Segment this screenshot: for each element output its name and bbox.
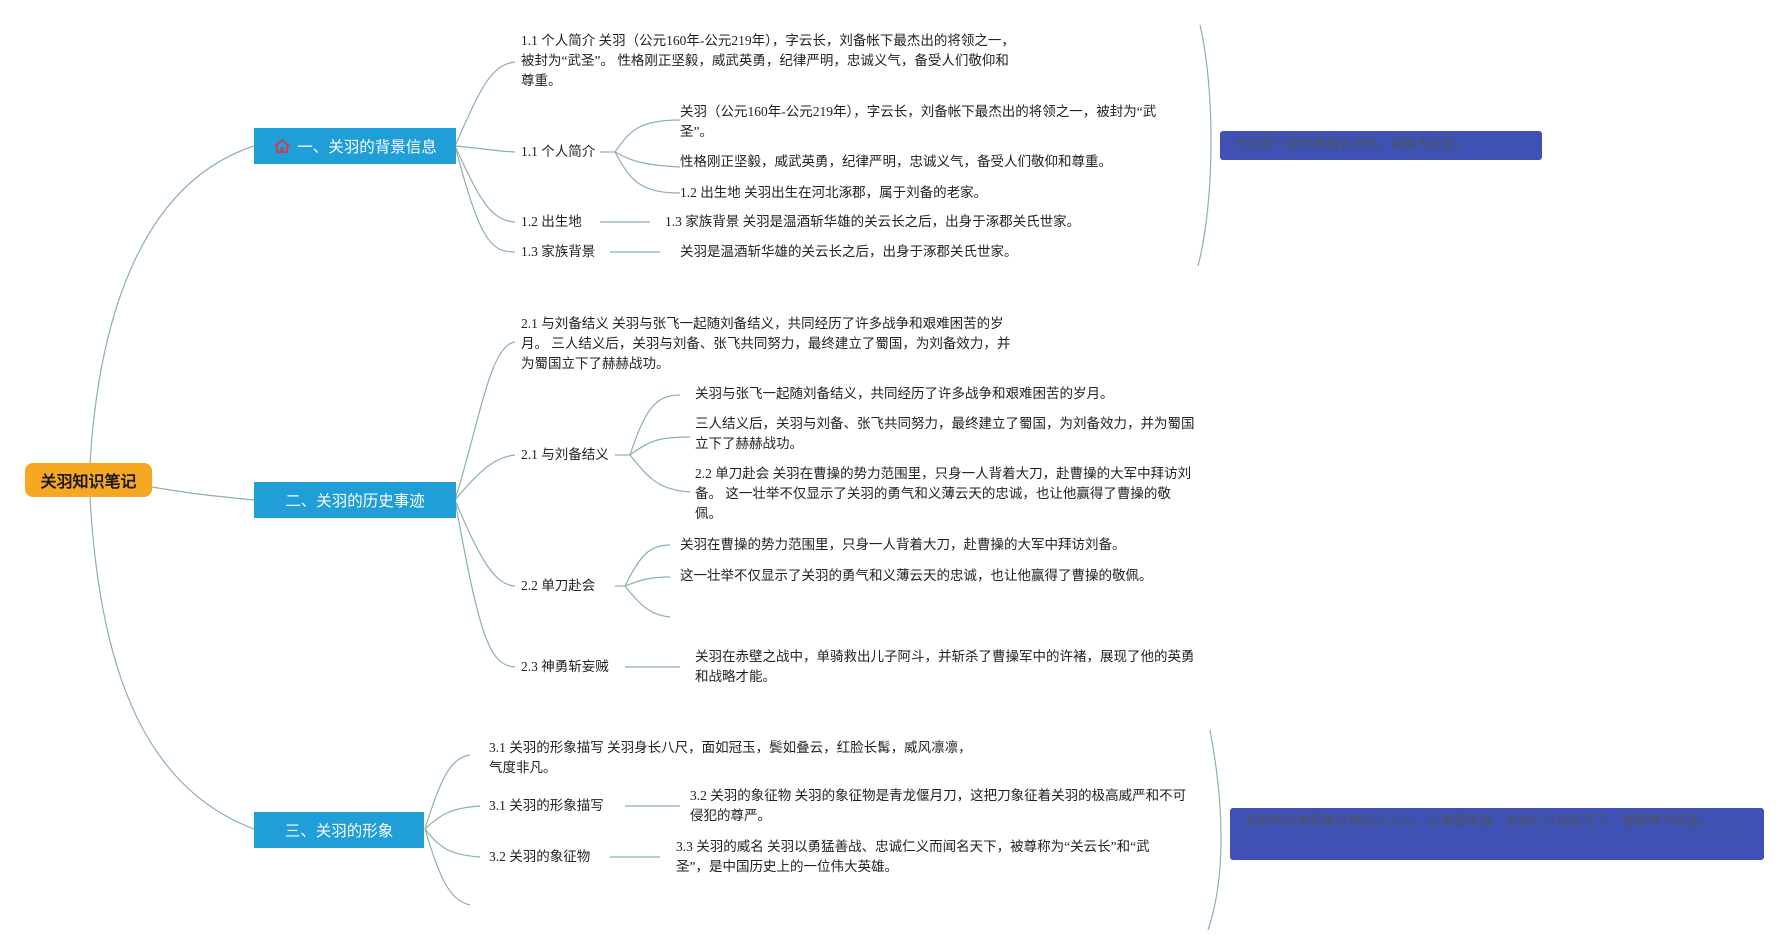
sub-node[interactable]: 3.1 关羽的形象描写	[489, 798, 604, 813]
detail-text: 三人结义后，关羽与刘备、张飞共同努力，最终建立了蜀国，为刘备效力，并为蜀国立下了…	[695, 416, 1195, 451]
sub-node[interactable]: 2.2 单刀赴会	[521, 578, 596, 593]
detail-text: 关羽在曹操的势力范围里，只身一人背着大刀，赴曹操的大军中拜访刘备。	[680, 537, 1126, 552]
detail-text: 1.2 出生地 关羽出生在河北涿郡，属于刘备的老家。	[680, 185, 988, 200]
detail-text: 关羽是温酒斩华雄的关云长之后，出身于涿郡关氏世家。	[680, 244, 1018, 259]
branch-background-info[interactable]: 一、关羽的背景信息	[254, 128, 456, 164]
summary-callout: 关羽是三国时期著名将领，被尊为武圣。	[1220, 131, 1542, 160]
detail-text: 性格刚正坚毅，威武英勇，纪律严明，忠诚义气，备受人们敬仰和尊重。	[680, 154, 1112, 169]
branch-label: 三、关羽的形象	[284, 823, 394, 840]
sub-node[interactable]: 1.1 个人简介	[521, 144, 596, 159]
sub-node[interactable]: 1.2 出生地	[521, 214, 582, 229]
callout-text: 关羽是三国时期著名将领，被尊为武圣。	[1235, 136, 1470, 151]
detail-text: 关羽（公元160年-公元219年），字云长，刘备帐下最杰出的将领之一，被封为“武…	[680, 104, 1157, 139]
detail-text: 3.3 关羽的威名 关羽以勇猛善战、忠诚仁义而闻名天下，被尊称为“关云长”和“武…	[676, 839, 1150, 874]
detail-text: 2.2 单刀赴会 关羽在曹操的势力范围里，只身一人背着大刀，赴曹操的大军中拜访刘…	[695, 466, 1192, 521]
detail-text: 关羽与张飞一起随刘备结义，共同经历了许多战争和艰难困苦的岁月。	[695, 386, 1114, 401]
root-node[interactable]: 关羽知识笔记	[25, 463, 152, 497]
branch-label: 一、关羽的背景信息	[297, 139, 437, 156]
summary-callout: 关羽的形象和象征物深入人心，以勇猛善战、忠诚仁义闻名天下，被尊称为武圣。	[1230, 808, 1764, 860]
branch-label: 二、关羽的历史事迹	[285, 493, 425, 510]
root-label: 关羽知识笔记	[40, 474, 137, 491]
sub-node[interactable]: 2.3 神勇斩妄贼	[521, 659, 609, 674]
sub-node[interactable]: 1.3 家族背景	[521, 244, 596, 259]
home-icon	[274, 138, 290, 153]
detail-text: 1.3 家族背景 关羽是温酒斩华雄的关云长之后，出身于涿郡关氏世家。	[665, 214, 1081, 229]
callout-text: 关羽的形象和象征物深入人心，以勇猛善战、忠诚仁义闻名天下，被尊称为武圣。	[1245, 813, 1714, 828]
detail-text: 这一壮举不仅显示了关羽的勇气和义薄云天的忠诚，也让他赢得了曹操的敬佩。	[680, 568, 1153, 583]
intro-text: 2.1 与刘备结义 关羽与张飞一起随刘备结义，共同经历了许多战争和艰难困苦的岁月…	[521, 316, 1011, 371]
sub-node[interactable]: 3.2 关羽的象征物	[489, 849, 591, 864]
branch-image[interactable]: 三、关羽的形象	[254, 812, 424, 848]
detail-text: 关羽在赤壁之战中，单骑救出儿子阿斗，并斩杀了曹操军中的许褚，展现了他的英勇和战略…	[695, 649, 1195, 684]
intro-text: 1.1 个人简介 关羽（公元160年-公元219年），字云长，刘备帐下最杰出的将…	[521, 33, 1015, 88]
detail-text: 3.2 关羽的象征物 关羽的象征物是青龙偃月刀，这把刀象征着关羽的极高威严和不可…	[690, 788, 1187, 823]
intro-text: 3.1 关羽的形象描写 关羽身长八尺，面如冠玉，鬓如叠云，红脸长髯，威风凛凛，气…	[489, 740, 972, 775]
sub-node[interactable]: 2.1 与刘备结义	[521, 447, 609, 462]
branch-history[interactable]: 二、关羽的历史事迹	[254, 482, 456, 518]
